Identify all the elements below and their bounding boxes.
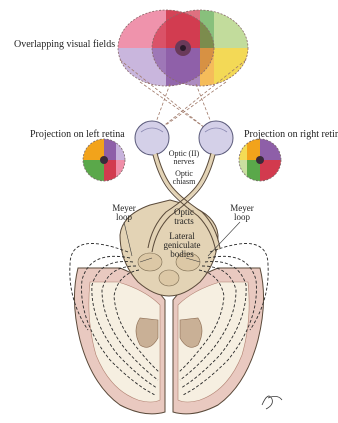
label-lateral-geniculate-bodies: Lateral geniculate bodies [154,232,210,259]
right-eye [199,121,233,155]
label-meyer-loop-right: Meyer loop [222,204,262,222]
label-right-retina: Projection on right retin [244,130,338,140]
label-meyer-left-line2: loop [104,213,144,222]
left-retina-projection [83,139,125,181]
label-optic-chiasm-line2: chiasm [164,178,204,186]
label-left-retina: Projection on left retina [30,130,125,140]
label-meyer-loop-left: Meyer loop [104,204,144,222]
label-optic-nerves-line2: nerves [164,158,204,166]
label-optic-chiasm: Optic chiasm [164,170,204,186]
label-optic-tracts: Optic tracts [164,208,204,226]
label-overlapping-visual-fields: Overlapping visual fields [14,40,115,50]
artist-signature [262,396,282,409]
label-meyer-right-line2: loop [222,213,262,222]
label-optic-tracts-line2: tracts [164,217,204,226]
visual-fields [118,8,250,88]
right-retina-projection [239,139,281,181]
label-optic-nerves: Optic (II) nerves [164,150,204,166]
label-lgb-line3: bodies [154,250,210,259]
